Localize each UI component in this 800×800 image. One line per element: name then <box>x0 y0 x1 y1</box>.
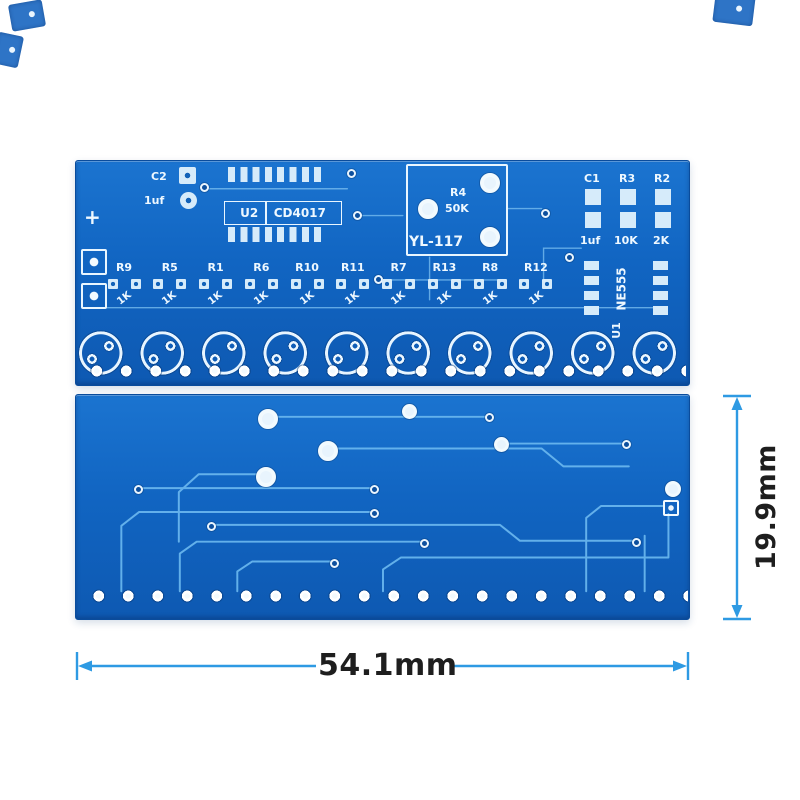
pot-hole <box>418 199 438 219</box>
copper-traces <box>120 415 670 593</box>
ic-u1-pad-column <box>653 261 668 315</box>
via <box>374 275 383 284</box>
resistor-ref-label: R8 <box>482 261 499 274</box>
resistor-pads <box>290 279 324 289</box>
via <box>485 413 494 422</box>
ic-u2-ref-label: U2 <box>240 206 259 220</box>
adjacent-photo-fragment <box>7 0 47 32</box>
cap2-pad <box>180 192 197 209</box>
mount-hole <box>258 409 278 429</box>
ic-u2-pad-row <box>228 227 322 242</box>
via <box>565 253 574 262</box>
polarity-plus-mark: + <box>84 205 101 229</box>
via <box>353 211 362 220</box>
via <box>134 485 143 494</box>
cap2-value-label: 1uf <box>144 194 165 207</box>
via <box>370 485 379 494</box>
r2-ref-label: R2 <box>654 172 671 185</box>
resistor-pads <box>382 279 416 289</box>
via <box>420 539 429 548</box>
resistor-pads <box>519 279 553 289</box>
pot-value-label: 50K <box>445 202 469 215</box>
pot-outline <box>406 164 508 256</box>
pot-hole <box>480 173 500 193</box>
pot-hole <box>480 227 500 247</box>
resistor-ref-label: R11 <box>340 261 365 274</box>
width-dimension-label: 54.1mm <box>318 648 458 683</box>
pin-hole-row <box>82 361 686 381</box>
via <box>207 522 216 531</box>
r3-ref-label: R3 <box>619 172 636 185</box>
via <box>632 538 641 547</box>
mount-hole <box>256 467 276 487</box>
ic-u2-outline: U2 CD4017 <box>224 201 342 225</box>
via <box>370 509 379 518</box>
via <box>347 169 356 178</box>
mount-hole <box>318 441 338 461</box>
resistor-ref-label: R10 <box>295 261 319 274</box>
ic-u1-part-label: NE555 <box>614 267 629 311</box>
via <box>200 183 209 192</box>
resistor-pads <box>336 279 370 289</box>
resistor-pads <box>244 279 278 289</box>
height-dimension-label: 19.9mm <box>751 444 782 570</box>
cap2-ref-label: C2 <box>151 170 167 183</box>
mount-hole <box>494 437 509 452</box>
pin-hole-row <box>84 586 688 606</box>
cap1-pads <box>585 189 601 228</box>
ic-u2-part-label: CD4017 <box>273 206 326 220</box>
adjacent-photo-fragment <box>712 0 756 27</box>
resistor-ref-label: R9 <box>115 261 133 274</box>
power-pad <box>81 249 107 275</box>
mount-hole <box>402 404 417 419</box>
resistor-ref-label: R13 <box>432 261 457 274</box>
resistor-pads <box>473 279 507 289</box>
board-model-label: YL-117 <box>409 234 464 250</box>
r2-pads <box>655 189 671 228</box>
adjacent-photo-fragment <box>0 31 25 69</box>
r3-value-label: 10K <box>614 234 638 247</box>
resistor-pads <box>107 279 141 289</box>
via <box>330 559 339 568</box>
pcb-bottom-side <box>75 394 690 620</box>
via <box>622 440 631 449</box>
resistor-ref-label: R12 <box>524 261 548 274</box>
resistor-ref-label: R5 <box>161 261 178 274</box>
round-pad <box>665 481 681 497</box>
resistor-pads <box>153 279 187 289</box>
ic-u2-pad-row <box>228 167 322 182</box>
silk-divider <box>265 202 267 224</box>
square-pad <box>663 500 679 516</box>
cap1-ref-label: C1 <box>584 172 600 185</box>
ic-u1-pad-column <box>584 261 599 315</box>
resistor-pads <box>427 279 461 289</box>
cap1-value-label: 1uf <box>580 234 601 247</box>
resistor-ref-label: R1 <box>207 261 224 274</box>
r2-value-label: 2K <box>653 234 670 247</box>
r3-pads <box>620 189 636 228</box>
pot-ref-label: R4 <box>450 186 467 199</box>
resistor-ref-label: R6 <box>253 261 270 274</box>
cap2-pad <box>179 167 196 184</box>
via <box>541 209 550 218</box>
copper-traces <box>94 188 668 309</box>
pcb-top-side: + C2 1uf U2 CD4017 R4 50K YL-117 C1 1uf … <box>75 160 691 387</box>
resistor-ref-label: R7 <box>390 261 407 274</box>
resistor-pads <box>199 279 233 289</box>
power-pad <box>81 283 107 309</box>
